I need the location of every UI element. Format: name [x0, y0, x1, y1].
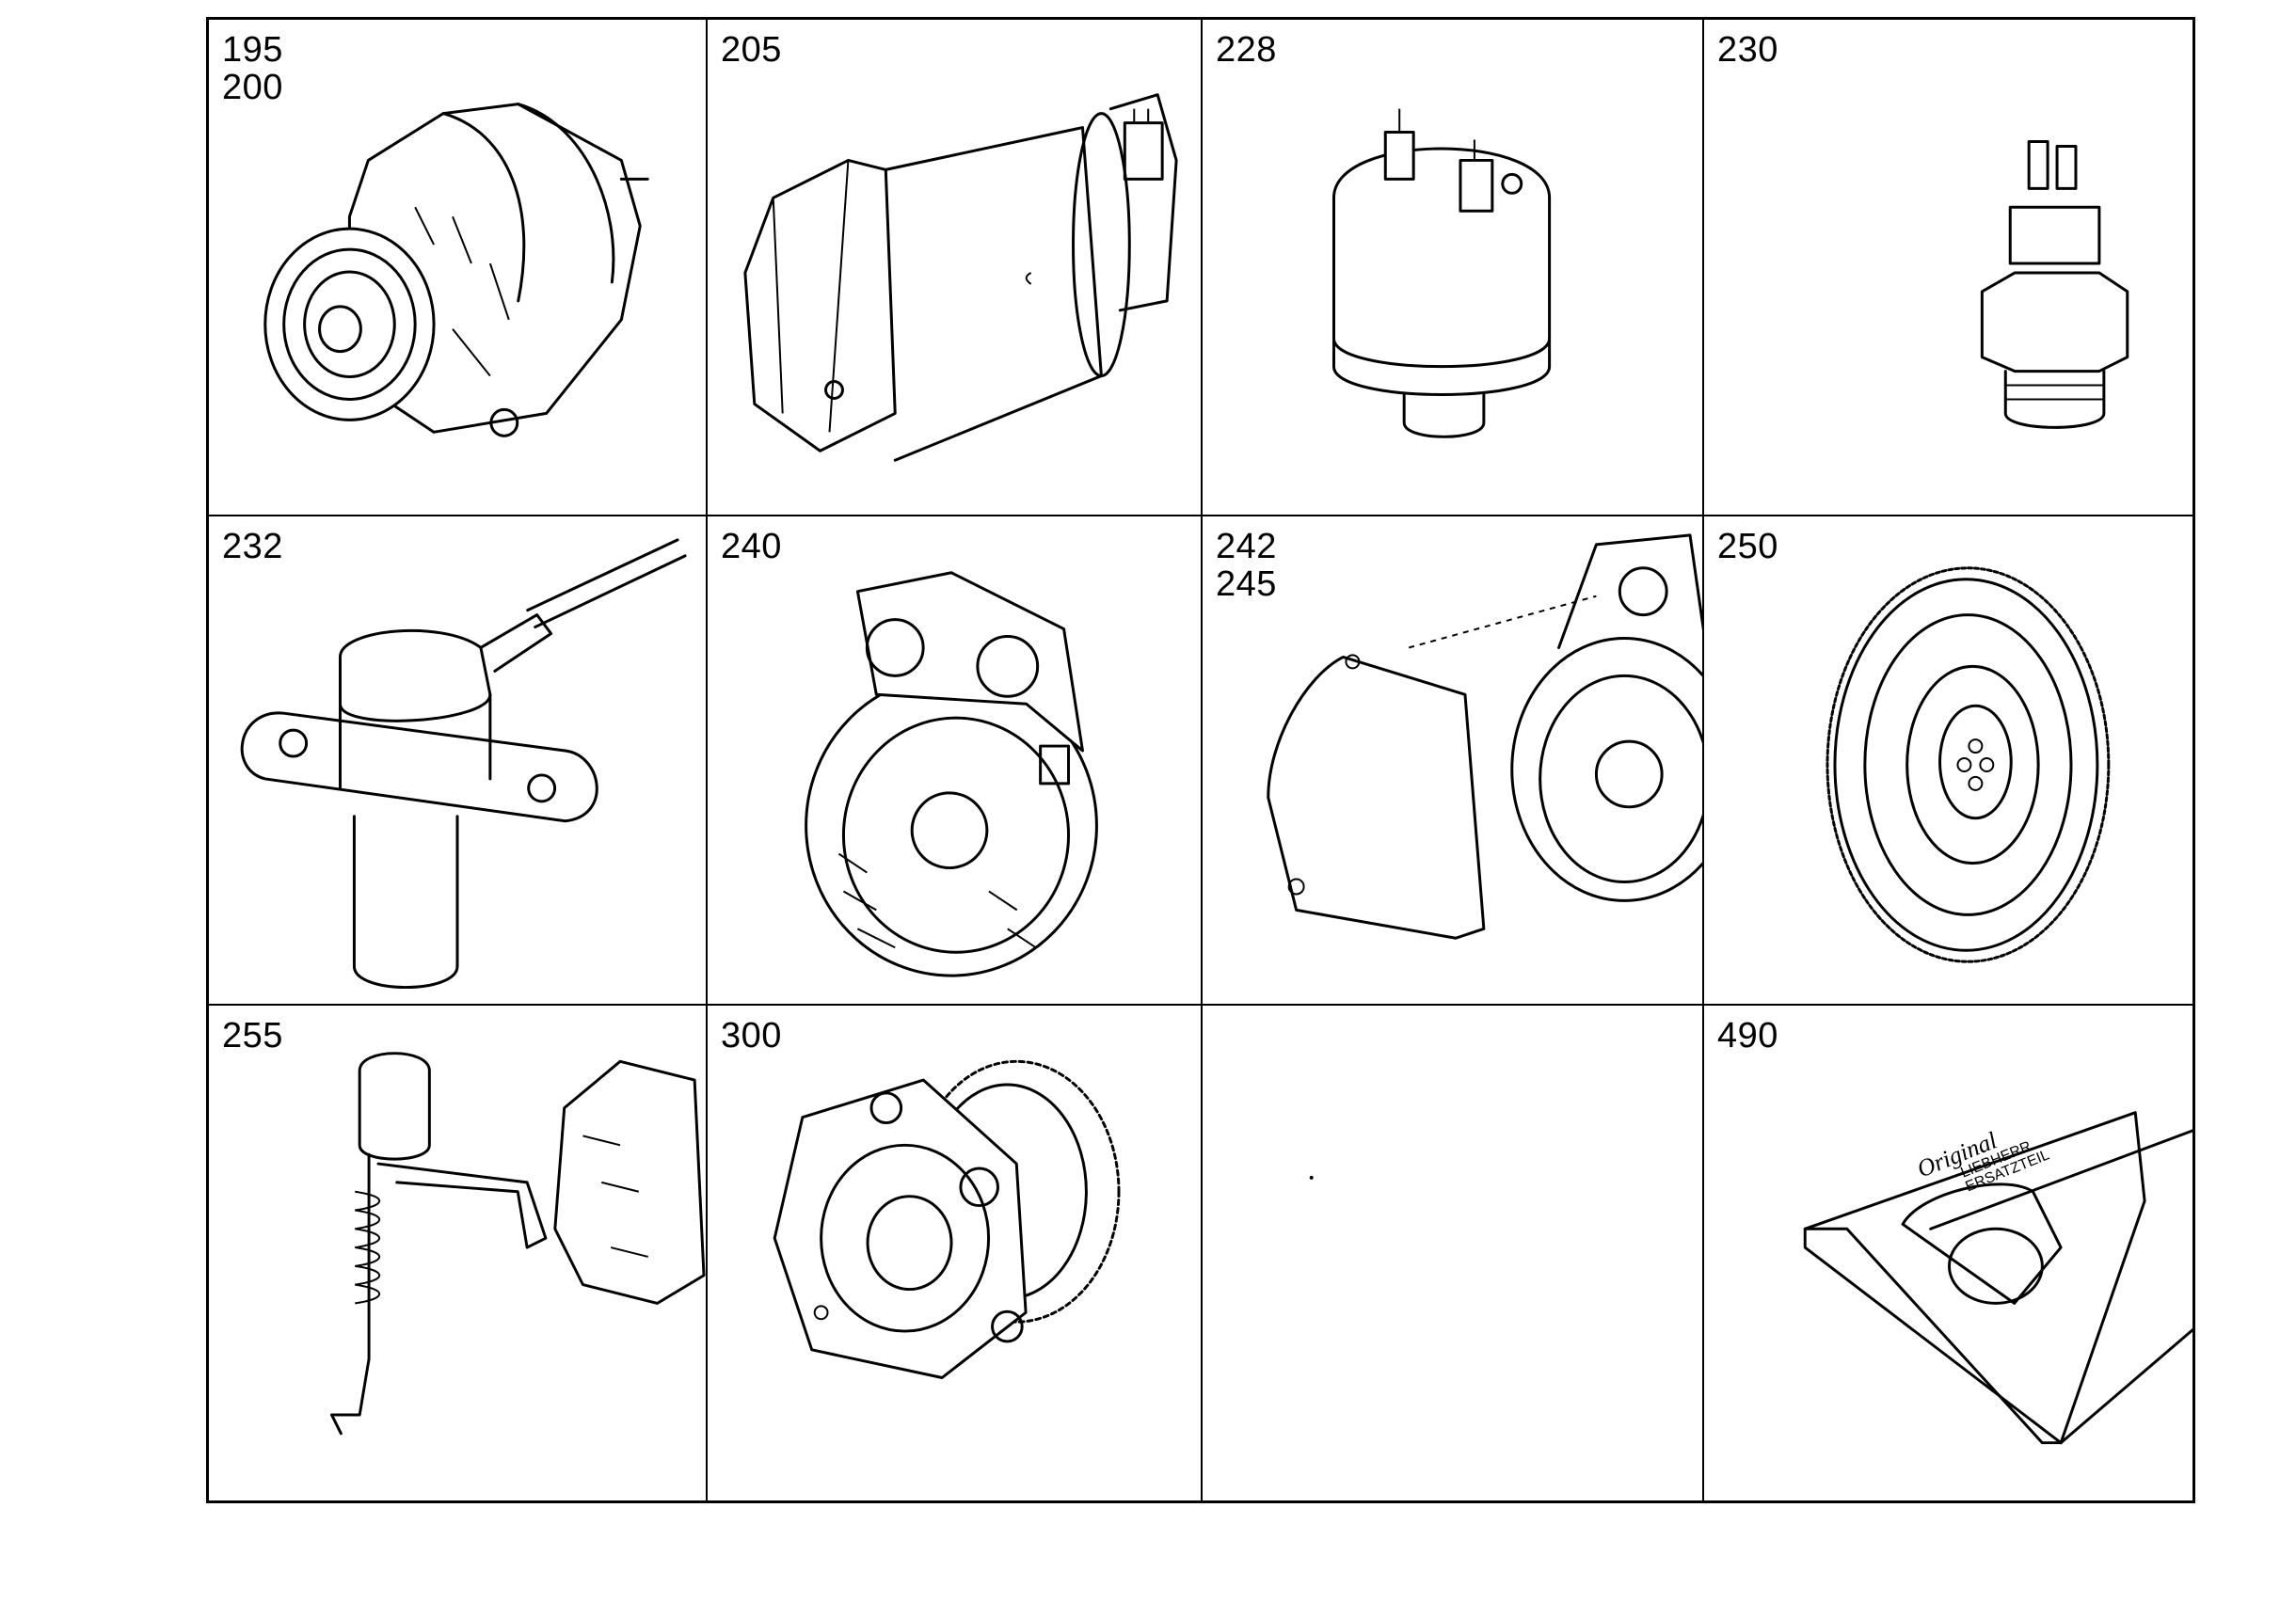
- pump-drive-icon: [773, 1059, 1121, 1379]
- part-cell-490[interactable]: 490 Original LIEBHERR ERSATZTEIL: [1704, 1006, 2192, 1500]
- part-number-label: 205: [721, 30, 782, 70]
- part-cell-300[interactable]: 300: [708, 1006, 1203, 1500]
- part-number-label: 250: [1717, 527, 1778, 566]
- part-number-label: 232: [222, 527, 283, 566]
- alternator-icon: [263, 103, 649, 437]
- part-cell-250[interactable]: 250: [1704, 516, 2192, 1006]
- brush-holder-icon: [805, 571, 1098, 977]
- part-number-label: 230: [1717, 30, 1778, 70]
- part-number-label: 490: [1717, 1016, 1778, 1055]
- temperature-sender-icon: [1980, 140, 2129, 429]
- part-cell-240[interactable]: 240: [708, 516, 1203, 1006]
- parts-box-icon: Original LIEBHERR ERSATZTEIL: [1803, 1111, 2192, 1445]
- speed-sensor-icon: [240, 538, 687, 990]
- flywheel-ring-gear-icon: [1826, 566, 2111, 963]
- part-number-label: 300: [721, 1016, 782, 1055]
- starter-motor-icon: [743, 93, 1178, 462]
- part-cell-205[interactable]: 205: [708, 20, 1203, 516]
- part-number-label: 228: [1216, 30, 1277, 70]
- pressure-sender-icon: [1331, 108, 1552, 438]
- blank-area: [1309, 1175, 1314, 1180]
- part-cell-255[interactable]: 255: [209, 1006, 708, 1500]
- part-cell-232[interactable]: 232: [209, 516, 708, 1006]
- empty-cell: [1203, 1006, 1704, 1500]
- part-number-label: 240: [721, 527, 782, 566]
- part-cell-228[interactable]: 228: [1203, 20, 1704, 516]
- part-cell-230[interactable]: 230: [1704, 20, 2192, 516]
- end-cover-icon: [1267, 533, 1702, 940]
- stop-solenoid-icon: [330, 1052, 706, 1436]
- part-number-label: 255: [222, 1016, 283, 1055]
